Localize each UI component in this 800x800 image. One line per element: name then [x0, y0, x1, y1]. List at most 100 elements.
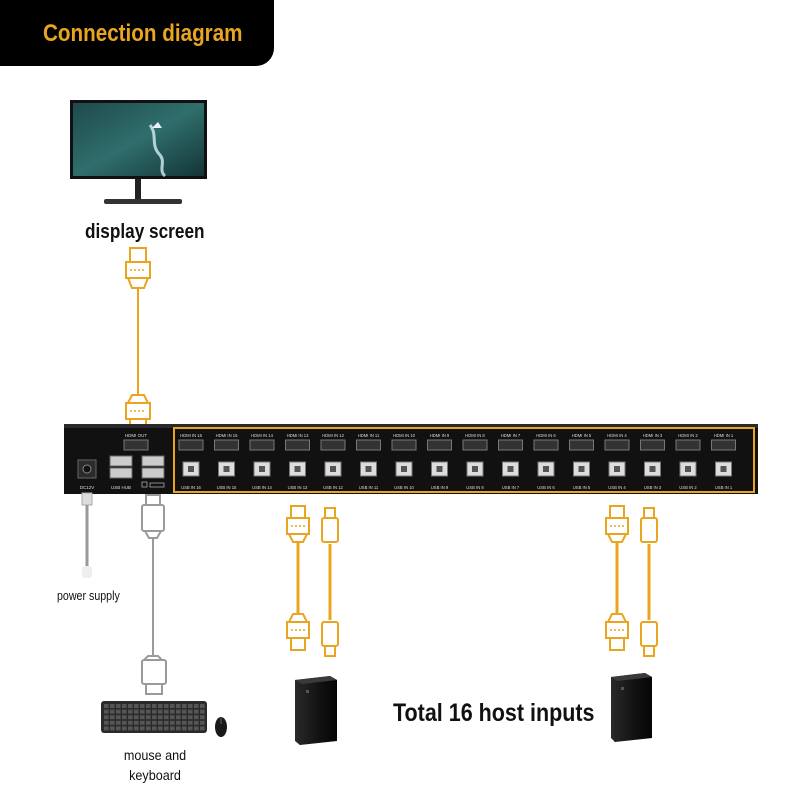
keyboard-key	[194, 704, 199, 708]
usb-connector-icon	[321, 507, 339, 543]
usb-port-label: USB IN 12	[323, 485, 343, 490]
keyboard-key	[122, 715, 127, 720]
usb-connector-icon	[141, 494, 165, 539]
keyboard-key	[104, 720, 109, 725]
keyboard-key	[134, 726, 139, 731]
keyboard-key	[116, 726, 121, 731]
hdmi-port-label: HDMI IN 16	[180, 433, 203, 438]
keyboard-key	[194, 715, 199, 720]
keyboard-key	[146, 715, 151, 720]
usb-port-core	[472, 466, 478, 472]
keyboard-key	[176, 709, 181, 714]
keyboard-key	[170, 715, 175, 720]
usb-port-core	[401, 466, 407, 472]
hdmi-port	[356, 439, 381, 451]
host-cables-left	[286, 505, 339, 657]
hdmi-port	[675, 439, 701, 451]
usb-port-label: USB IN 16	[181, 485, 201, 490]
power-plug-icon	[82, 566, 92, 578]
usb-port-core	[223, 466, 230, 472]
keyboard-key	[200, 709, 205, 714]
usb-cable-keyboard	[141, 494, 167, 695]
usb-port-label: USB IN 8	[466, 485, 484, 490]
keyboard-key	[116, 704, 121, 708]
hdmi-port	[178, 439, 204, 451]
keyboard-key	[134, 715, 139, 720]
keyboard-key	[116, 709, 121, 714]
display-screen-label: display screen	[85, 221, 205, 243]
keyboard-key	[194, 726, 199, 731]
keyboard-key	[164, 720, 169, 725]
keyboard-key	[122, 709, 127, 714]
usb-port-core	[330, 466, 336, 472]
hdmi-port	[569, 439, 594, 451]
title-tab: Connection diagram	[0, 0, 274, 66]
keyboard-key	[146, 720, 151, 725]
keyboard-key	[128, 709, 133, 714]
usb-port-label: USB IN 11	[359, 485, 379, 490]
usb-port-label: USB IN 5	[573, 485, 591, 490]
usb-port-label: USB IN 13	[288, 485, 308, 490]
keyboard-key	[164, 704, 169, 708]
monitor-icon	[70, 100, 207, 204]
keyboard-key	[164, 715, 169, 720]
keyboard-key	[116, 720, 121, 725]
hdmi-port	[391, 439, 417, 451]
keyboard-key	[176, 726, 181, 731]
hdmi-port	[214, 439, 239, 451]
mouse-keyboard-label: mouse and keyboard	[123, 747, 187, 783]
keyboard-key	[128, 704, 133, 708]
input-port-4: HDMI IN 13 USB IN 13	[285, 433, 310, 490]
keyboard-key	[164, 709, 169, 714]
keyboard-key	[104, 726, 109, 731]
keyboard-key	[104, 704, 109, 708]
hdmi-port	[640, 439, 665, 451]
diagram-title: Connection diagram	[43, 20, 243, 47]
keyboard-key	[152, 720, 157, 725]
computer-tower-icon	[611, 673, 652, 743]
hdmi-out-label: HDMI OUT	[125, 433, 147, 438]
hdmi-port-label: HDMI IN 1	[714, 433, 734, 438]
hdmi-port-label: HDMI IN 3	[643, 433, 663, 438]
hdmi-port	[462, 439, 488, 451]
hdmi-port-label: HDMI IN 4	[607, 433, 627, 438]
hdmi-connector-icon	[286, 613, 310, 651]
usb-port-label: USB IN 2	[679, 485, 697, 490]
hdmi-port	[498, 439, 523, 451]
hdmi-port	[249, 439, 275, 451]
keyboard-key	[128, 715, 133, 720]
keyboard-key	[134, 720, 139, 725]
keyboard-key	[140, 726, 145, 731]
hdmi-connector-icon	[605, 613, 629, 651]
usb-port-label: USB IN 10	[394, 485, 414, 490]
usb-connector-icon	[640, 621, 658, 657]
keyboard-key	[170, 720, 175, 725]
keyboard-key	[122, 726, 127, 731]
hdmi-port-label: HDMI IN 13	[287, 433, 310, 438]
power-supply-label: power supply	[57, 588, 120, 603]
usb-port-label: USB IN 14	[252, 485, 272, 490]
keyboard-icon	[101, 701, 207, 733]
keyboard-key	[188, 726, 193, 731]
usb-port-core	[543, 466, 549, 472]
keyboard-key	[152, 709, 157, 714]
keyboard-key	[140, 715, 145, 720]
keyboard-key	[146, 704, 151, 708]
power-cable	[81, 492, 93, 578]
keyboard-key	[182, 709, 187, 714]
keyboard-key	[128, 726, 133, 731]
keyboard-key	[188, 709, 193, 714]
hdmi-port-label: HDMI IN 7	[501, 433, 521, 438]
keyboard-key	[164, 726, 169, 731]
keyboard-key	[158, 709, 163, 714]
keyboard-key	[188, 720, 193, 725]
